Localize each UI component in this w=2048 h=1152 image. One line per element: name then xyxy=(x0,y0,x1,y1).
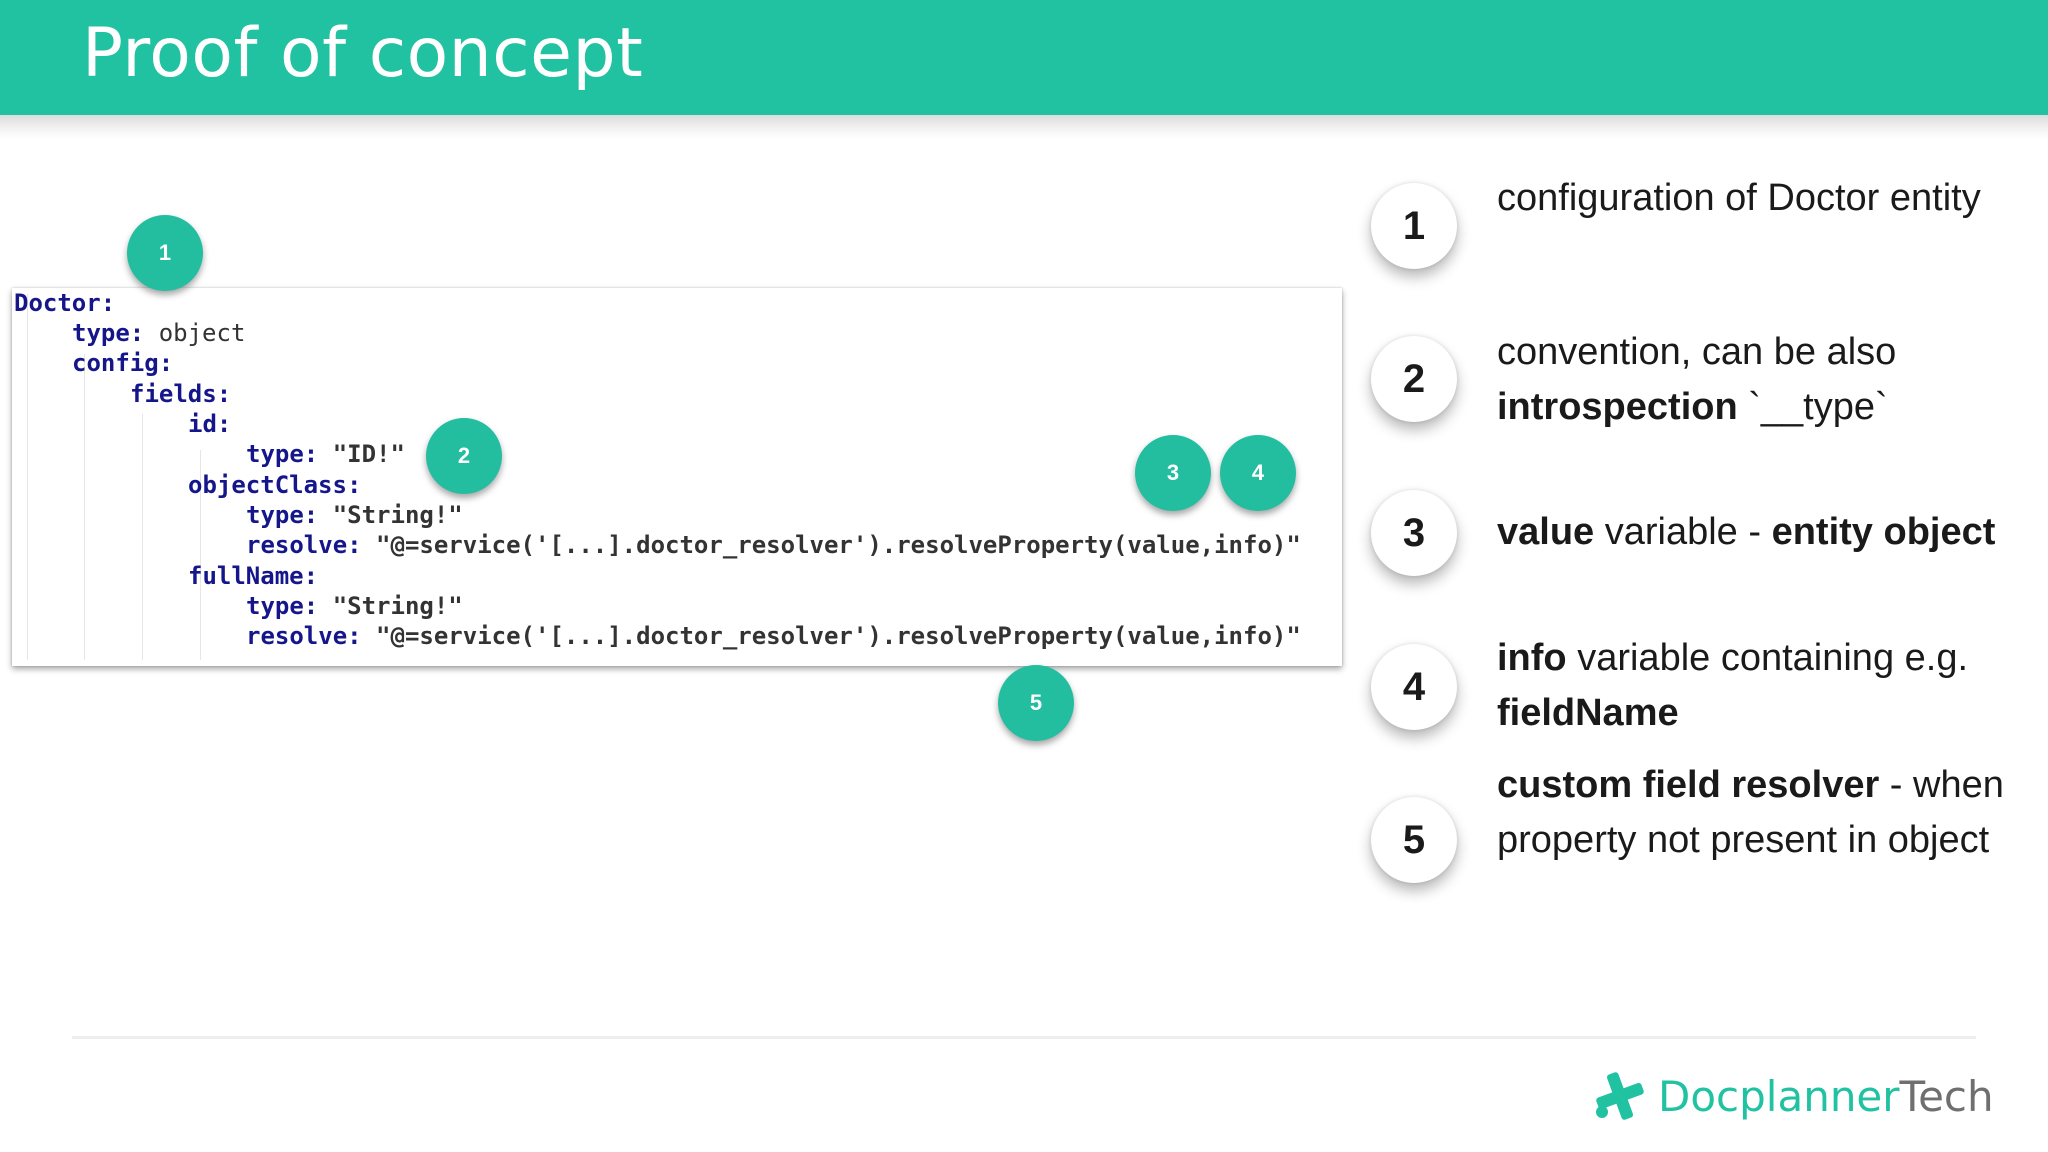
code-line: resolve: "@=service('[...].doctor_resolv… xyxy=(246,531,1301,559)
legend-text-2: convention, can be also introspection `_… xyxy=(1497,325,2027,435)
indent-guide xyxy=(142,414,143,660)
indent-guide xyxy=(84,354,85,660)
code-snippet: Doctor: type: object config: fields: id:… xyxy=(12,288,1342,666)
callout-2: 2 xyxy=(426,418,502,494)
docplanner-logo-icon xyxy=(1596,1072,1644,1120)
legend-text-part: variable containing e.g. xyxy=(1566,637,1969,679)
code-line: config: xyxy=(72,349,174,377)
code-line: type: object xyxy=(72,319,246,347)
code-line: id: xyxy=(188,410,232,438)
legend-text-part: configuration of Doctor entity xyxy=(1497,177,1981,219)
header-shadow xyxy=(0,115,2048,139)
legend-number-2: 2 xyxy=(1371,336,1457,422)
page-title: Proof of concept xyxy=(82,14,644,93)
legend-text-5: custom field resolver - when property no… xyxy=(1497,758,2027,868)
footer-divider xyxy=(72,1036,1976,1039)
legend-text-part: variable - xyxy=(1594,511,1772,553)
indent-guide xyxy=(27,294,28,660)
legend-text-1: configuration of Doctor entity xyxy=(1497,171,2027,226)
legend-text-bold: custom field resolver xyxy=(1497,764,1880,806)
legend-number-4: 4 xyxy=(1371,644,1457,730)
legend-text-part: `__type` xyxy=(1737,386,1888,428)
legend-text-bold: introspection xyxy=(1497,386,1738,428)
code-line: fields: xyxy=(130,380,232,408)
indent-guide xyxy=(200,450,201,660)
legend-text-bold: fieldName xyxy=(1497,692,1679,734)
legend-text-bold: value xyxy=(1497,511,1595,553)
callout-5: 5 xyxy=(998,665,1074,741)
code-line: resolve: "@=service('[...].doctor_resolv… xyxy=(246,622,1301,650)
legend-text-bold: entity object xyxy=(1771,511,1996,553)
legend-text-4: info variable containing e.g. fieldName xyxy=(1497,631,2027,741)
legend-number-5: 5 xyxy=(1371,797,1457,883)
legend-text-3: value variable - entity object xyxy=(1497,505,2027,560)
logo-suffix: Tech xyxy=(1899,1071,1994,1121)
legend-number-3: 3 xyxy=(1371,490,1457,576)
callout-3: 3 xyxy=(1135,435,1211,511)
logo-brand: Docplanner xyxy=(1658,1071,1900,1121)
legend-text-part: - when property not present in object xyxy=(1497,764,2004,861)
header-bar: Proof of concept xyxy=(0,0,2048,115)
callout-4: 4 xyxy=(1220,435,1296,511)
legend-number-1: 1 xyxy=(1371,183,1457,269)
code-line: objectClass: xyxy=(188,471,362,499)
code-line: Doctor: xyxy=(14,289,116,317)
logo-wordmark: DocplannerTech xyxy=(1658,1072,1994,1121)
legend-text-part: convention, can be also xyxy=(1497,331,1897,373)
code-line: type: "String!" xyxy=(246,592,463,620)
docplanner-tech-logo: DocplannerTech xyxy=(1592,1066,1994,1126)
code-line: type: "ID!" xyxy=(246,440,405,468)
code-line: type: "String!" xyxy=(246,501,463,529)
code-line: fullName: xyxy=(188,562,319,590)
callout-1: 1 xyxy=(127,215,203,291)
legend-text-bold: info xyxy=(1497,637,1567,679)
